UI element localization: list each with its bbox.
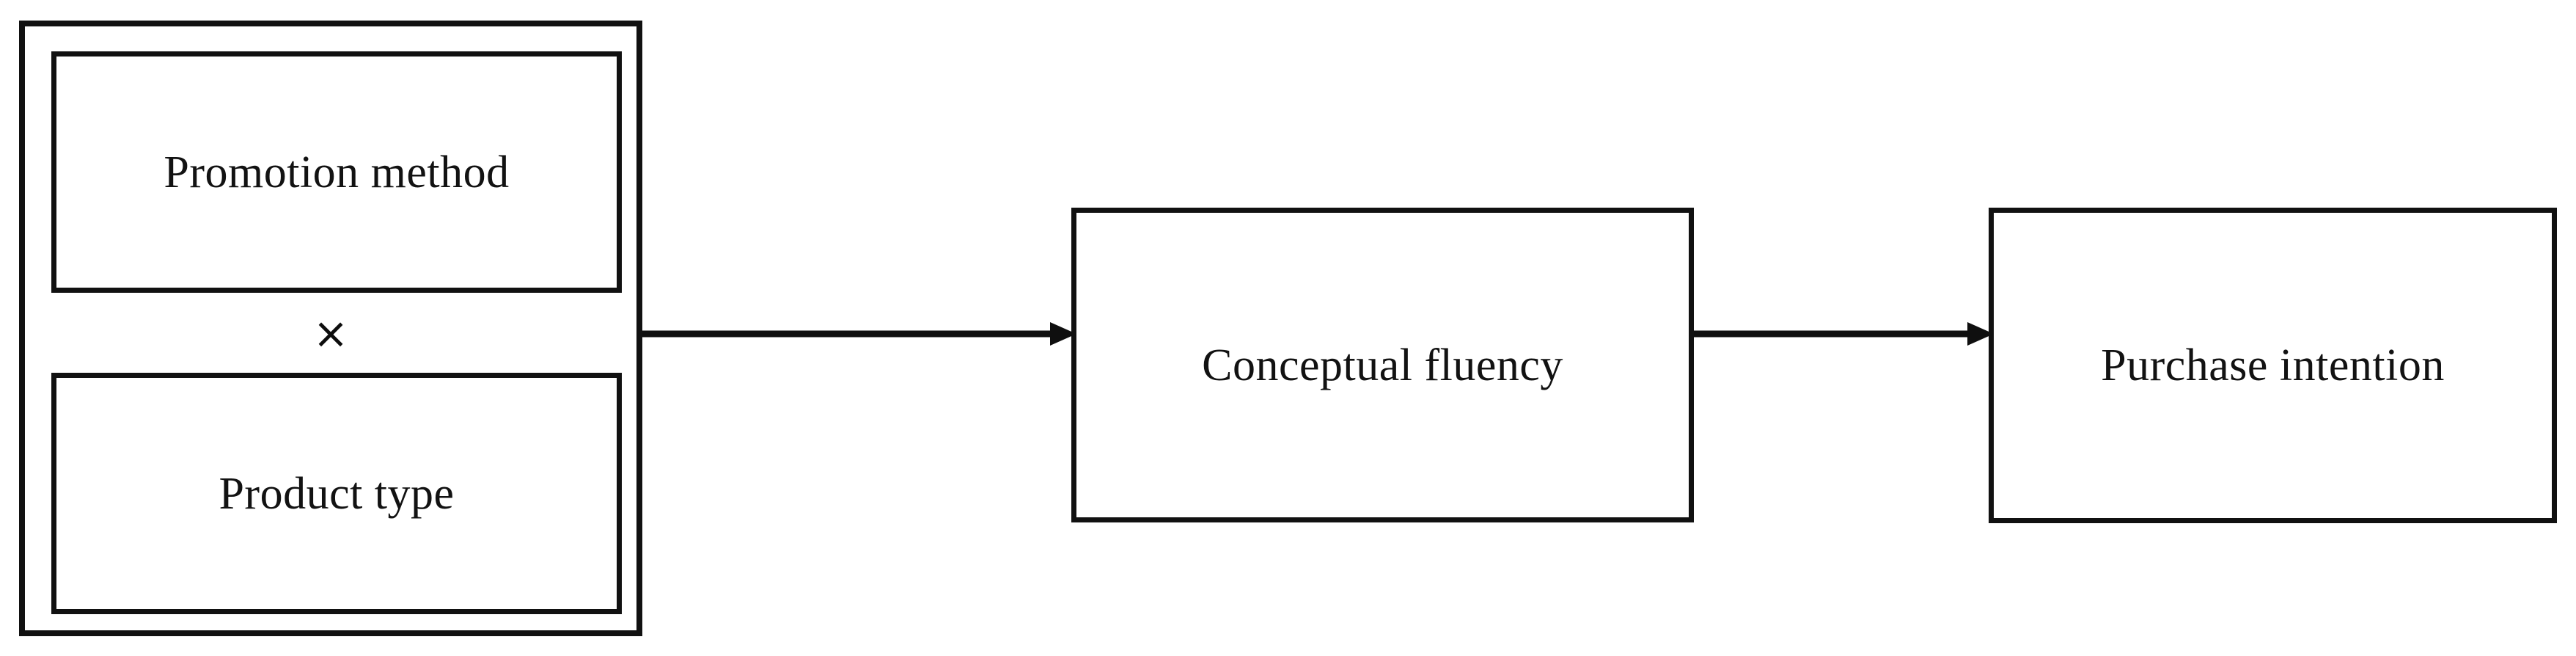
node-conceptual-fluency[interactable]: Conceptual fluency: [1071, 208, 1694, 522]
edge-conceptual-fluency-to-purchase-intention: [1694, 319, 1994, 349]
node-purchase-intention[interactable]: Purchase intention: [1989, 208, 2557, 523]
multiplication-sign-icon: ×: [25, 293, 636, 373]
node-product-type[interactable]: Product type: [51, 373, 622, 614]
interaction-group-box: Promotion method × Product type: [19, 21, 642, 636]
node-label-purchase-intention: Purchase intention: [2101, 340, 2445, 390]
multiplication-sign-glyph: ×: [312, 307, 349, 358]
edge-group-to-conceptual-fluency: [642, 319, 1076, 349]
node-label-product-type: Product type: [219, 468, 455, 519]
node-label-promotion-method: Promotion method: [164, 147, 510, 197]
node-label-conceptual-fluency: Conceptual fluency: [1202, 340, 1563, 390]
node-promotion-method[interactable]: Promotion method: [51, 51, 622, 293]
